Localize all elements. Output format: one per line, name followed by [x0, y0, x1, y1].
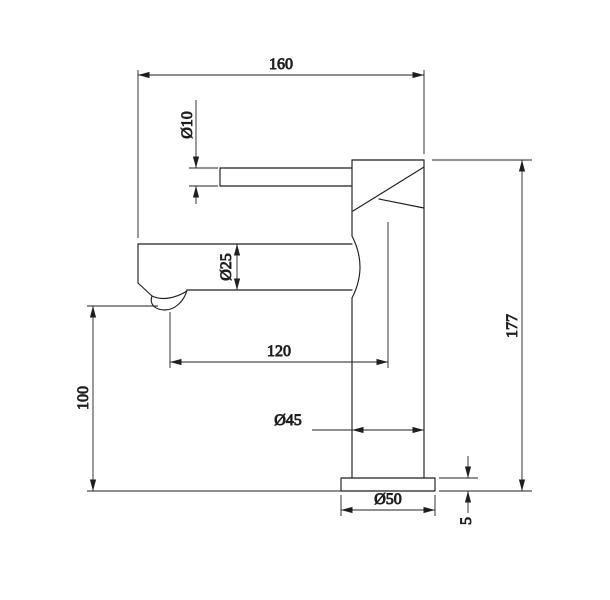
dimension-handle-dia: Ø10	[179, 100, 218, 204]
cap-seam-upper	[352, 166, 425, 212]
spout-body-fillet	[351, 235, 361, 299]
dim-label-body-dia: Ø45	[274, 412, 302, 429]
dimension-base-dia: Ø50	[340, 491, 436, 516]
dimension-overall-height: 177	[432, 159, 532, 492]
dim-label-spout-dia: Ø25	[218, 253, 235, 281]
dimension-base-thickness: 5	[439, 456, 478, 525]
aerator-inner-curve	[151, 290, 188, 300]
dim-label-overall-height: 177	[504, 314, 521, 338]
aerator-outer-curve	[150, 289, 188, 311]
dimension-spout-reach: 120	[169, 222, 389, 368]
dim-label-handle-dia: Ø10	[179, 111, 196, 139]
dimension-spout-dia: Ø25	[218, 244, 241, 290]
cap-seam-lower	[378, 198, 425, 209]
dim-label-base-thickness: 5	[458, 517, 475, 525]
base-flange	[340, 477, 436, 492]
aerator-chamfer	[137, 282, 153, 297]
dim-label-spout-reach: 120	[267, 343, 291, 360]
dimension-overall-width: 160	[137, 56, 425, 238]
dim-label-spout-height: 100	[75, 386, 92, 410]
dimension-spout-height: 100	[75, 305, 341, 492]
dim-label-overall-width: 160	[269, 56, 293, 73]
dim-label-base-dia: Ø50	[374, 491, 402, 508]
faucet-outline	[137, 159, 436, 492]
dimension-body-dia: Ø45	[274, 412, 424, 434]
